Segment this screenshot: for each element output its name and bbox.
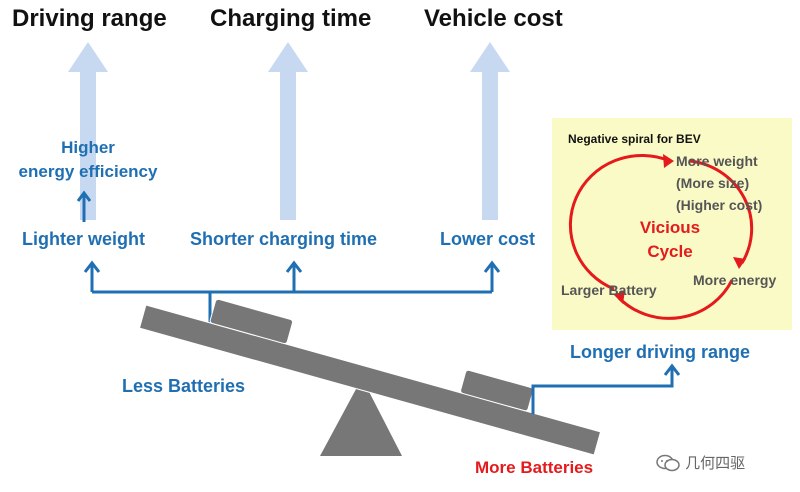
spiral-title: Negative spiral for BEV bbox=[568, 132, 701, 146]
less-batteries-label: Less Batteries bbox=[122, 376, 246, 396]
benefit-lower-cost: Lower cost bbox=[440, 229, 536, 249]
spiral-higher-cost: (Higher cost) bbox=[676, 197, 763, 213]
title-vehicle-cost: Vehicle cost bbox=[424, 5, 563, 32]
negative-spiral-panel: Negative spiral for BEV More weight (Mor… bbox=[552, 118, 792, 330]
right-battery-block bbox=[460, 369, 534, 412]
charging-time-arrow bbox=[268, 42, 308, 220]
spiral-more-weight: More weight bbox=[676, 153, 758, 169]
vehicle-cost-arrow bbox=[470, 42, 510, 220]
seesaw-plank bbox=[138, 298, 602, 456]
title-driving-range: Driving range bbox=[12, 5, 167, 32]
benefit-connector bbox=[83, 260, 501, 323]
longer-range-arrow bbox=[531, 363, 681, 414]
title-charging-time: Charging time bbox=[210, 5, 372, 32]
watermark-text: 几何四驱 bbox=[685, 455, 746, 472]
watermark: 几何四驱 bbox=[655, 452, 745, 473]
higher-efficiency-line2: energy efficiency bbox=[18, 162, 158, 181]
seesaw-fulcrum bbox=[320, 378, 402, 456]
benefit-shorter-charging: Shorter charging time bbox=[190, 229, 378, 249]
spiral-cycle-graphic bbox=[568, 153, 754, 320]
longer-range-label: Longer driving range bbox=[570, 342, 751, 362]
spiral-more-energy: More energy bbox=[693, 272, 777, 288]
benefit-lighter-weight: Lighter weight bbox=[22, 229, 145, 249]
efficiency-arrow-head bbox=[76, 190, 92, 202]
more-batteries-label: More Batteries bbox=[475, 458, 594, 477]
wechat-icon bbox=[656, 454, 680, 471]
higher-efficiency-label: Higher energy efficiency bbox=[8, 136, 168, 184]
spiral-more-size: (More size) bbox=[676, 175, 750, 191]
vicious-cycle-label: Vicious Cycle bbox=[620, 216, 720, 264]
driving-range-arrow bbox=[68, 42, 108, 220]
left-battery-block bbox=[209, 298, 294, 345]
vicious-line1: Vicious bbox=[639, 218, 701, 237]
vicious-line2: Cycle bbox=[647, 242, 693, 261]
spiral-larger-battery: Larger Battery bbox=[561, 282, 657, 298]
higher-efficiency-line1: Higher bbox=[61, 138, 115, 157]
